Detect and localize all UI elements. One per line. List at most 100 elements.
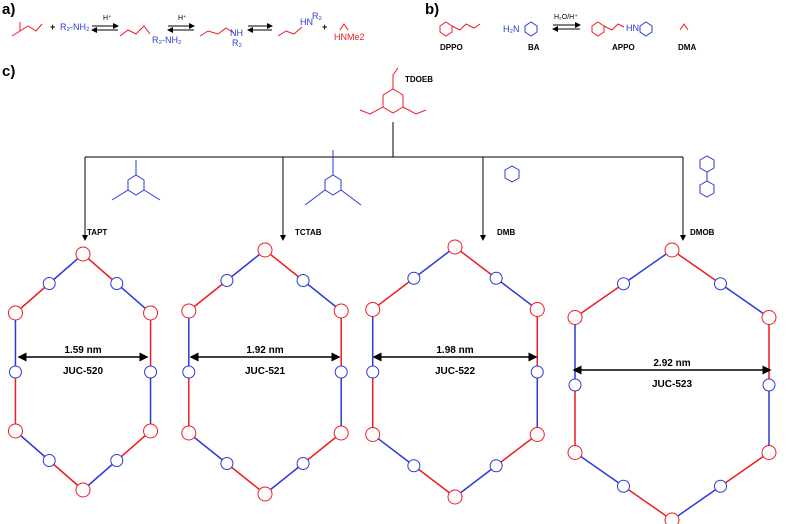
- linker-ring: [182, 365, 196, 379]
- core-ring: [365, 427, 381, 442]
- framework-edge-core: [188, 279, 228, 312]
- framework-edge-linker: [623, 249, 673, 285]
- monomer-tapt: TAPT: [87, 228, 107, 237]
- linker-ring: [366, 365, 380, 379]
- compound-appo: APPO: [612, 43, 635, 52]
- core-ring: [447, 239, 463, 255]
- intermediate-amine: R₂-NH₂: [152, 35, 182, 45]
- scheme-b: [439, 21, 689, 37]
- core-ring: [761, 445, 777, 460]
- intermediate2-nh: NH: [230, 28, 243, 38]
- compound-dma: DMA: [678, 43, 696, 52]
- framework-edge-linker: [671, 485, 721, 521]
- core-ring: [664, 242, 680, 258]
- framework-name: JUC-523: [652, 379, 692, 390]
- core-ring: [75, 246, 91, 262]
- core-ring: [761, 310, 777, 325]
- equilibrium-arrow: [91, 23, 119, 33]
- framework-edge-core: [413, 465, 456, 498]
- core-ring: [143, 423, 159, 439]
- framework-edge-linker: [454, 465, 497, 498]
- linker-ring: [530, 365, 544, 379]
- equilibrium-arrow-3: [247, 23, 273, 33]
- framework-edge-core: [495, 433, 538, 467]
- scheme-a: [11, 22, 349, 37]
- linker-ring: [617, 479, 631, 493]
- equilibrium-arrow-b: [552, 22, 581, 32]
- framework-edge-core: [302, 432, 342, 465]
- linker-ring: [407, 459, 421, 473]
- framework-edge-linker: [188, 432, 228, 465]
- framework-edge-linker: [413, 246, 456, 279]
- framework-name: JUC-521: [245, 366, 285, 377]
- core-ring: [7, 423, 23, 439]
- linker-ring: [489, 271, 503, 285]
- core-ring: [7, 305, 23, 321]
- linker-ring: [144, 365, 158, 379]
- panel-label-c: c): [2, 63, 15, 80]
- linker-ring: [42, 454, 56, 467]
- equilibrium-arrow-2: [167, 23, 195, 33]
- framework-edge-linker: [495, 277, 538, 311]
- linker-ring: [110, 277, 124, 290]
- appo-hn: HN: [626, 23, 639, 33]
- core-ring: [143, 305, 159, 321]
- core-ring: [333, 425, 349, 441]
- catalyst-h: H⁺: [103, 15, 112, 22]
- core-ring: [529, 427, 545, 442]
- core-ring: [567, 310, 583, 325]
- framework-edge-core: [454, 246, 497, 279]
- linker-ring: [8, 365, 22, 379]
- framework-name: JUC-520: [63, 366, 103, 377]
- product-hn: HN: [300, 17, 313, 27]
- linker-ring: [407, 271, 421, 285]
- core-ring: [181, 425, 197, 441]
- framework-edge-linker: [226, 249, 266, 282]
- linker-ring: [42, 277, 56, 290]
- linker-ring: [489, 459, 503, 473]
- framework-edge-core: [671, 249, 721, 285]
- pore-size-label: 1.92 nm: [246, 345, 283, 356]
- linker-ring: [334, 365, 348, 379]
- core-ring: [181, 303, 197, 319]
- linker-ring: [617, 277, 631, 291]
- linker-ring: [296, 274, 310, 287]
- panel-label-a: a): [2, 1, 15, 18]
- framework-edge-linker: [264, 462, 304, 495]
- framework-edge-core: [226, 462, 266, 495]
- framework-edge-core: [264, 249, 304, 282]
- pore-size-label: 1.98 nm: [436, 345, 473, 356]
- core-ring: [529, 302, 545, 317]
- core-ring: [365, 302, 381, 317]
- core-ring: [447, 489, 463, 505]
- core-ring: [333, 303, 349, 319]
- catalyst-h2o: H₂O/H⁺: [554, 14, 578, 21]
- framework-edge-linker: [372, 433, 415, 467]
- monomer-structures: [111, 150, 715, 206]
- ba-h2n: H₂N: [503, 24, 520, 34]
- core-ring: [257, 242, 273, 258]
- tree-lines: [82, 122, 686, 241]
- framework-edge-core: [574, 283, 624, 319]
- compound-ba: BA: [528, 43, 540, 52]
- linker-ring: [713, 277, 727, 291]
- framework-edge-core: [623, 485, 673, 521]
- product-r2: R₂: [312, 11, 322, 21]
- byproduct-amine: HNMe2: [334, 32, 365, 42]
- linker-ring: [220, 457, 234, 470]
- compound-dppo: DPPO: [440, 43, 463, 52]
- framework-edge-core: [372, 277, 415, 311]
- panel-label-b: b): [425, 1, 439, 18]
- intermediate2-r2: R₂: [232, 38, 242, 48]
- svg-text:+: +: [322, 22, 327, 32]
- linker-ring: [568, 378, 582, 392]
- pore-size-label: 2.92 nm: [653, 358, 690, 369]
- monomer-dmob: DMOB: [690, 228, 715, 237]
- core-ring: [75, 482, 91, 498]
- linker-ring: [762, 378, 776, 392]
- tdoeb-structure: [359, 67, 427, 115]
